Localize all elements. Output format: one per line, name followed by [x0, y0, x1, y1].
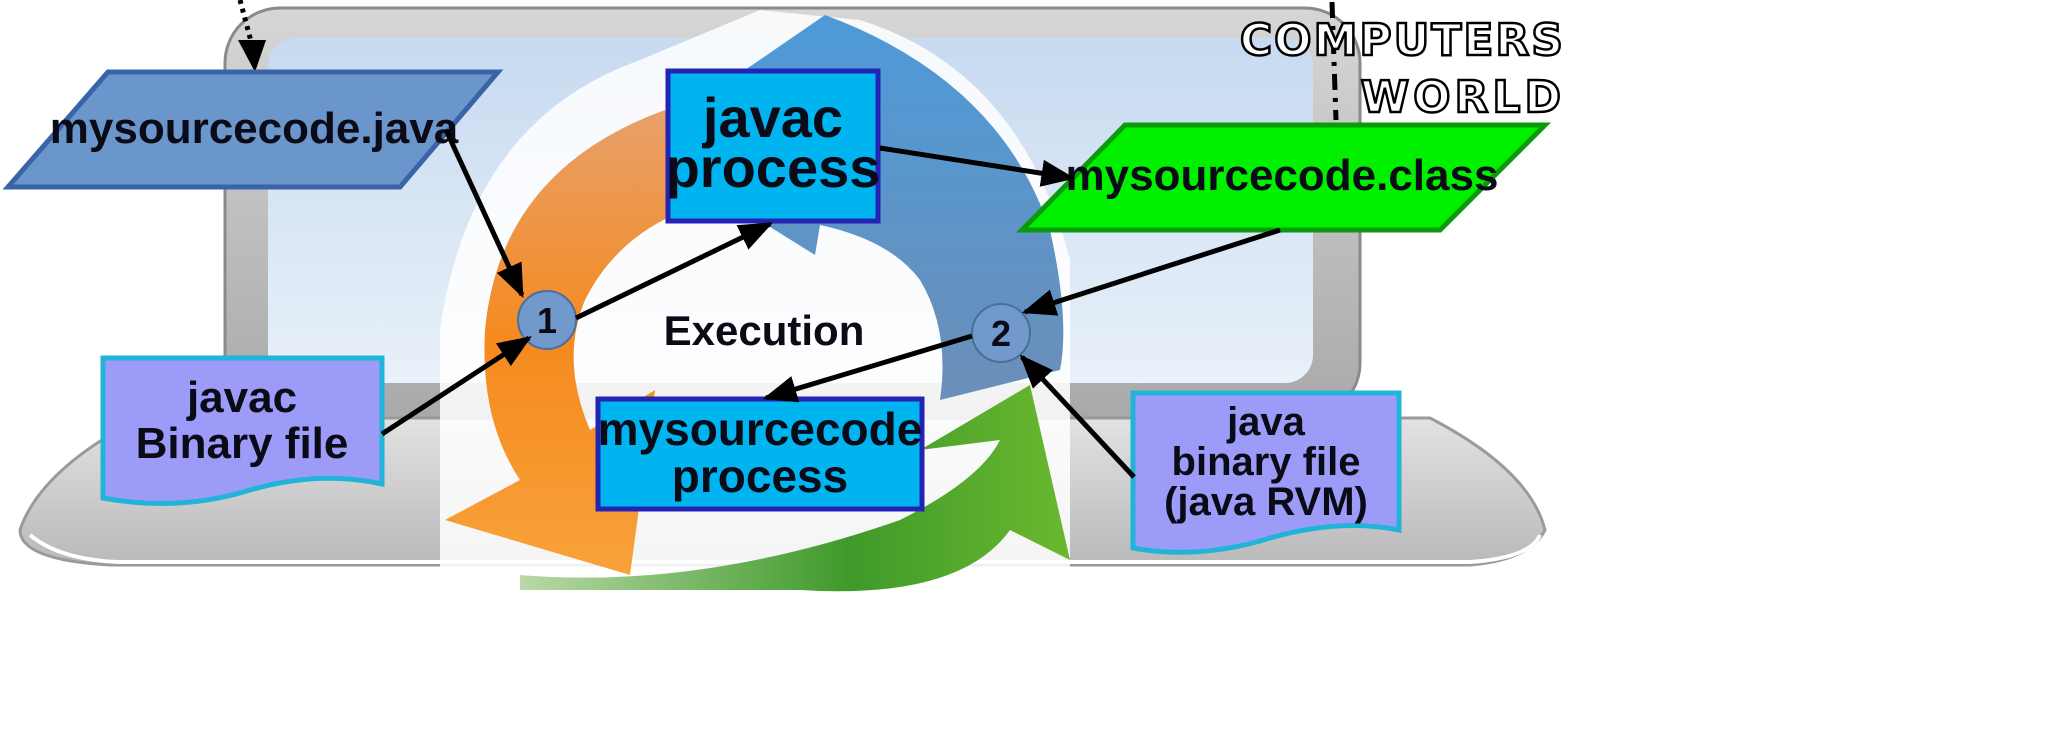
arrow-javac-binary-to-step1	[380, 335, 532, 437]
mysourcecode-process-node: mysourcecode process	[595, 396, 925, 512]
java-binary-node: java binary file (java RVM)	[1130, 390, 1402, 555]
arrow-class-to-step2	[1021, 227, 1281, 316]
logo-line1: COMPUTERS	[1240, 15, 1565, 66]
cycle-green-segment	[520, 385, 1070, 592]
logo-dash-line	[1329, 1, 1339, 121]
step-1-label: 1	[537, 300, 557, 341]
source-file-label: mysourcecode.java	[50, 104, 459, 153]
mysourcecode-process-line2: process	[672, 450, 848, 502]
javac-binary-shape	[100, 355, 385, 506]
javac-binary-line1: javac	[186, 373, 297, 422]
connectors	[380, 128, 1281, 479]
class-file-label: mysourcecode.class	[1066, 151, 1499, 200]
incoming-arrow-head	[238, 40, 266, 72]
arrow-step2-to-mysourcecode-process	[762, 333, 973, 403]
javac-process-line2: process	[666, 136, 881, 199]
mysourcecode-process-line1: mysourcecode	[598, 403, 923, 455]
java-binary-line1: java	[1226, 400, 1306, 444]
javac-binary-node: javac Binary file	[100, 355, 385, 506]
mysourcecode-process-box	[595, 396, 925, 512]
arrow-java-binary-to-step2	[1019, 354, 1136, 479]
arrow-source-to-step1	[443, 128, 525, 299]
class-file-node: mysourcecode.class	[1016, 122, 1552, 233]
computers-world-logo: COMPUTERS WORLD	[1239, 1, 1565, 124]
step-2-label: 2	[991, 313, 1011, 354]
java-binary-line3: (java RVM)	[1164, 480, 1368, 524]
step-1-circle	[517, 290, 577, 350]
step-1-node: 1	[517, 290, 577, 350]
javac-binary-line2: Binary file	[136, 419, 349, 468]
javac-process-box	[665, 68, 881, 224]
execution-label: Execution	[664, 307, 865, 354]
incoming-dotted-arrow	[237, 0, 255, 46]
step-2-node: 2	[971, 303, 1031, 363]
java-binary-line2: binary file	[1172, 440, 1361, 484]
logo-line2: WORLD	[1361, 72, 1565, 123]
arrow-javac-process-to-class	[879, 145, 1076, 187]
step-2-circle	[971, 303, 1031, 363]
javac-process-line1: javac	[702, 86, 843, 149]
source-file-shape	[2, 69, 504, 190]
javac-process-node: javac process	[665, 68, 881, 224]
source-file-node: mysourcecode.java	[2, 69, 504, 190]
class-file-shape	[1016, 122, 1552, 233]
arrow-step1-to-javac-process	[574, 221, 774, 321]
java-binary-shape	[1130, 390, 1402, 555]
